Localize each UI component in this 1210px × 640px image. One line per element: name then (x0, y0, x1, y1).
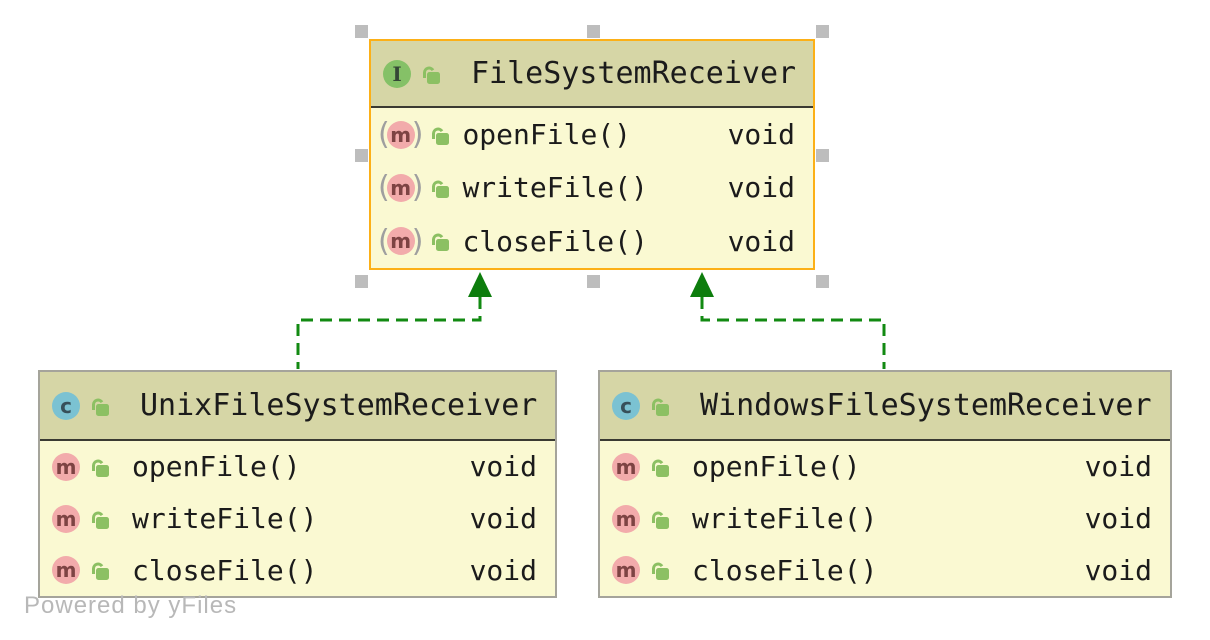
lock-open-icon (652, 562, 669, 581)
method-row[interactable]: ( m ) writeFile() void (371, 161, 813, 214)
method-row[interactable]: ( m ) closeFile() void (371, 215, 813, 268)
class-icon: c (52, 391, 80, 420)
method-row[interactable]: m closeFile() void (40, 544, 555, 596)
method-row[interactable]: m writeFile() void (600, 493, 1170, 545)
lock-open-icon (652, 398, 669, 416)
lock-open-icon (432, 233, 450, 252)
node-title: FileSystemReceiver (471, 56, 797, 91)
method-return-type: void (469, 553, 537, 587)
lock-open-icon (92, 511, 109, 529)
method-name: openFile() (462, 118, 632, 152)
abstract-paren: ) (411, 223, 424, 259)
method-return-type: void (1084, 502, 1152, 535)
lock-open-icon (432, 180, 450, 198)
method-row[interactable]: m openFile() void (40, 441, 555, 493)
method-icon: m (386, 120, 415, 149)
lock-open-icon (432, 127, 450, 145)
method-row[interactable]: m openFile() void (600, 441, 1170, 493)
node-filesystemreceiver[interactable]: I FileSystemReceiver ( m ) openFile() vo… (369, 39, 815, 270)
implements-arrowhead (468, 272, 492, 297)
abstract-paren: ( (378, 223, 390, 259)
lock-open-icon (423, 66, 440, 84)
implements-arrowhead (690, 272, 714, 297)
resize-handle-bottom-left[interactable] (355, 275, 368, 288)
node-method-list: m openFile() void m writeFile() void m (40, 441, 555, 596)
method-name: writeFile() (132, 502, 318, 535)
abstract-paren: ) (411, 117, 424, 153)
resize-handle-top-left[interactable] (355, 25, 368, 38)
resize-handle-middle-right[interactable] (816, 149, 829, 162)
method-return-type: void (469, 502, 537, 535)
method-row[interactable]: m writeFile() void (40, 493, 555, 545)
method-icon: m (612, 452, 640, 481)
node-title: WindowsFileSystemReceiver (700, 388, 1152, 423)
method-return-type: void (727, 224, 795, 258)
abstract-paren: ( (378, 117, 390, 153)
method-return-type: void (1084, 450, 1152, 484)
resize-handle-bottom-center[interactable] (587, 275, 600, 288)
lock-open-icon (92, 459, 109, 477)
lock-open-icon (652, 511, 669, 529)
node-method-list: m openFile() void m writeFile() void m (600, 441, 1170, 596)
method-icon: m (386, 227, 415, 256)
resize-handle-top-center[interactable] (587, 25, 600, 38)
node-header[interactable]: c WindowsFileSystemReceiver (600, 372, 1170, 441)
lock-open-icon (652, 459, 669, 477)
method-icon: m (612, 504, 640, 533)
edge-unix-implements-filesystemreceiver[interactable] (296, 272, 492, 369)
method-return-type: void (727, 171, 795, 205)
method-icon: m (386, 173, 415, 202)
abstract-paren: ( (378, 170, 390, 206)
node-unixfilesystemreceiver[interactable]: c UnixFileSystemReceiver m openFile() vo… (38, 370, 557, 598)
resize-handle-top-right[interactable] (816, 25, 829, 38)
node-header[interactable]: c UnixFileSystemReceiver (40, 372, 555, 441)
method-name: closeFile() (132, 553, 318, 587)
method-row[interactable]: m closeFile() void (600, 544, 1170, 596)
lock-open-icon (92, 398, 109, 416)
method-name: closeFile() (692, 553, 878, 587)
method-name: closeFile() (462, 224, 648, 258)
method-icon: m (52, 452, 80, 481)
resize-handle-bottom-right[interactable] (816, 275, 829, 288)
node-windowsfilesystemreceiver[interactable]: c WindowsFileSystemReceiver m openFile()… (598, 370, 1172, 598)
method-name: writeFile() (692, 502, 878, 535)
yfiles-watermark: Powered by yFiles (24, 592, 238, 619)
node-title: UnixFileSystemReceiver (140, 388, 538, 423)
abstract-paren: ) (411, 170, 424, 206)
edge-windows-implements-filesystemreceiver[interactable] (690, 272, 886, 369)
method-return-type: void (469, 450, 537, 484)
method-row[interactable]: ( m ) openFile() void (371, 108, 813, 161)
node-header[interactable]: I FileSystemReceiver (371, 41, 813, 108)
lock-open-icon (92, 562, 109, 581)
method-icon: m (612, 556, 640, 585)
resize-handle-middle-left[interactable] (355, 149, 368, 162)
method-icon: m (52, 556, 80, 585)
method-icon: m (52, 504, 80, 533)
class-icon: c (612, 391, 640, 420)
method-name: openFile() (132, 450, 301, 484)
node-method-list: ( m ) openFile() void ( m ) writeFile() (371, 108, 813, 268)
method-return-type: void (727, 118, 795, 152)
method-name: openFile() (692, 450, 861, 484)
method-return-type: void (1084, 553, 1152, 587)
interface-icon: I (383, 59, 411, 88)
method-name: writeFile() (462, 171, 648, 205)
